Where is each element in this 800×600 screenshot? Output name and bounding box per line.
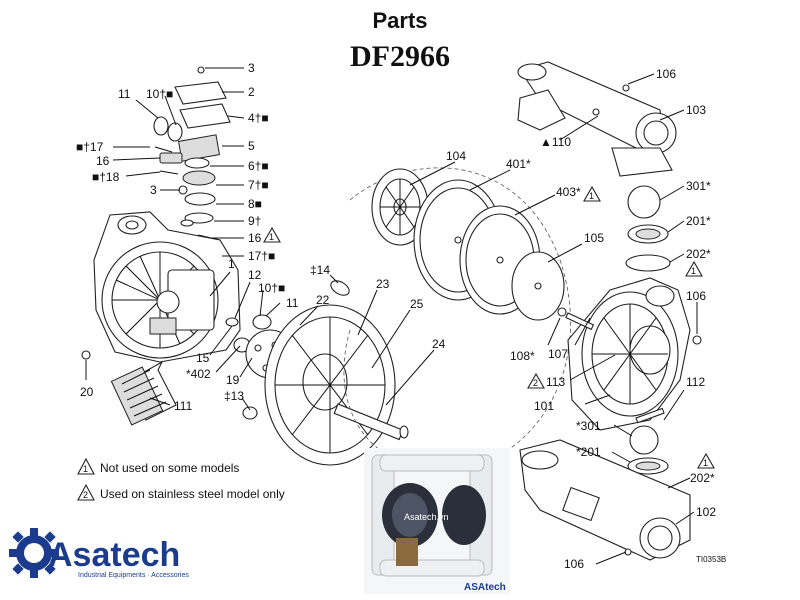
callout-5: 5 <box>248 139 255 153</box>
callout-13: ‡13 <box>224 389 244 403</box>
callout-102: 102 <box>696 505 716 519</box>
callout-3b: 3 <box>150 183 157 197</box>
callout-201b: *201 <box>576 445 601 459</box>
callout-107: 107 <box>548 347 568 361</box>
callout-301: 301* <box>686 179 711 193</box>
triangle-2-icon <box>77 483 95 501</box>
callout-112: 112 <box>686 375 705 389</box>
callout-17b: 17†■ <box>248 249 275 263</box>
note-2-text: Used on stainless steel model only <box>100 487 285 501</box>
callout-301b: *301 <box>576 419 601 433</box>
callout-17: ■†17 <box>76 140 104 154</box>
callout-111: 111 <box>174 399 193 413</box>
outlet-manifold <box>517 61 677 177</box>
callout-7: 7†■ <box>248 178 269 192</box>
callout-110: ▲110 <box>540 135 571 149</box>
callout-106: 106 <box>656 67 676 81</box>
callout-10b: 10†■ <box>258 281 285 295</box>
triangle-1-icon <box>77 457 95 475</box>
callout-11: 11 <box>118 87 131 101</box>
drawing-number: TI0353B <box>696 555 726 564</box>
photo-brand: ASAtech <box>464 582 506 593</box>
callout-3: 3 <box>248 61 255 75</box>
callout-4: 4†■ <box>248 111 269 125</box>
callout-6: 6†■ <box>248 159 269 173</box>
callout-113: 113 <box>546 375 565 389</box>
callout-402: *402 <box>186 367 211 381</box>
legend-note-2: 2 Used on stainless steel model only <box>77 483 285 501</box>
logo-name: Asatech <box>48 536 180 574</box>
callout-2: 2 <box>248 85 255 99</box>
callout-16b: 16 <box>248 231 262 245</box>
pump-photo: Asatech.vn ASAtech <box>364 448 510 594</box>
leader-lines <box>85 67 698 565</box>
callout-11b: 11 <box>286 296 299 310</box>
oring-202 <box>625 254 671 272</box>
callout-8: 8■ <box>248 197 262 211</box>
logo-tagline: Industrial Equipments · Accessories <box>78 572 189 579</box>
asatech-logo: Asatech Industrial Equipments · Accessor… <box>9 528 189 579</box>
callout-106b: 106 <box>686 289 706 303</box>
svg-text:1: 1 <box>589 191 594 201</box>
callout-20: 20 <box>80 385 94 399</box>
ball-301 <box>627 185 661 219</box>
callout-14: ‡14 <box>310 263 330 277</box>
callout-201: 201* <box>686 214 711 228</box>
callout-16: 16 <box>96 154 110 168</box>
callout-401: 401* <box>506 157 531 171</box>
center-housing-plate <box>264 304 409 466</box>
callout-labels: 3 2 11 10†■ 4†■ 5 ■†17 16 ■†18 6†■ 7†■ 3… <box>76 61 726 571</box>
fluid-cover <box>557 277 702 431</box>
callout-23: 23 <box>376 277 390 291</box>
callout-202b: 202* <box>690 471 715 485</box>
callout-22: 22 <box>316 293 330 307</box>
callout-105: 105 <box>584 231 604 245</box>
callout-106c: 106 <box>564 557 584 571</box>
left-air-cover <box>93 211 241 363</box>
ball-301-lower <box>629 425 659 455</box>
callout-9: 9† <box>248 214 261 228</box>
callout-19: 19 <box>226 373 240 387</box>
svg-text:2: 2 <box>83 490 88 500</box>
svg-text:1: 1 <box>691 266 696 276</box>
svg-text:1: 1 <box>703 458 708 468</box>
svg-text:2: 2 <box>533 378 538 388</box>
callout-18: ■†18 <box>92 170 120 184</box>
note-1-text: Not used on some models <box>100 461 239 475</box>
note-triangle-icons: 1 1 1 2 1 <box>263 185 715 469</box>
callout-202: 202* <box>686 247 711 261</box>
callout-104: 104 <box>446 149 466 163</box>
callout-10: 10†■ <box>146 87 173 101</box>
callout-24: 24 <box>432 337 446 351</box>
photo-watermark: Asatech.vn <box>404 512 449 522</box>
svg-text:1: 1 <box>269 232 274 242</box>
inlet-manifold <box>519 439 691 561</box>
model-number: DF2966 <box>350 40 450 73</box>
callout-1: 1 <box>228 257 235 271</box>
callout-403: 403* <box>556 185 581 199</box>
callout-15: 15 <box>196 351 210 365</box>
callout-12: 12 <box>248 268 262 282</box>
legend-note-1: 1 Not used on some models <box>77 457 239 475</box>
diaphragm-plate <box>371 168 429 246</box>
callout-25: 25 <box>410 297 424 311</box>
svg-text:1: 1 <box>83 464 88 474</box>
callout-101: 101 <box>534 399 554 413</box>
callout-103: 103 <box>686 103 706 117</box>
muffler <box>110 360 177 426</box>
page-title: Parts <box>372 8 428 33</box>
callout-108: 108* <box>510 349 535 363</box>
